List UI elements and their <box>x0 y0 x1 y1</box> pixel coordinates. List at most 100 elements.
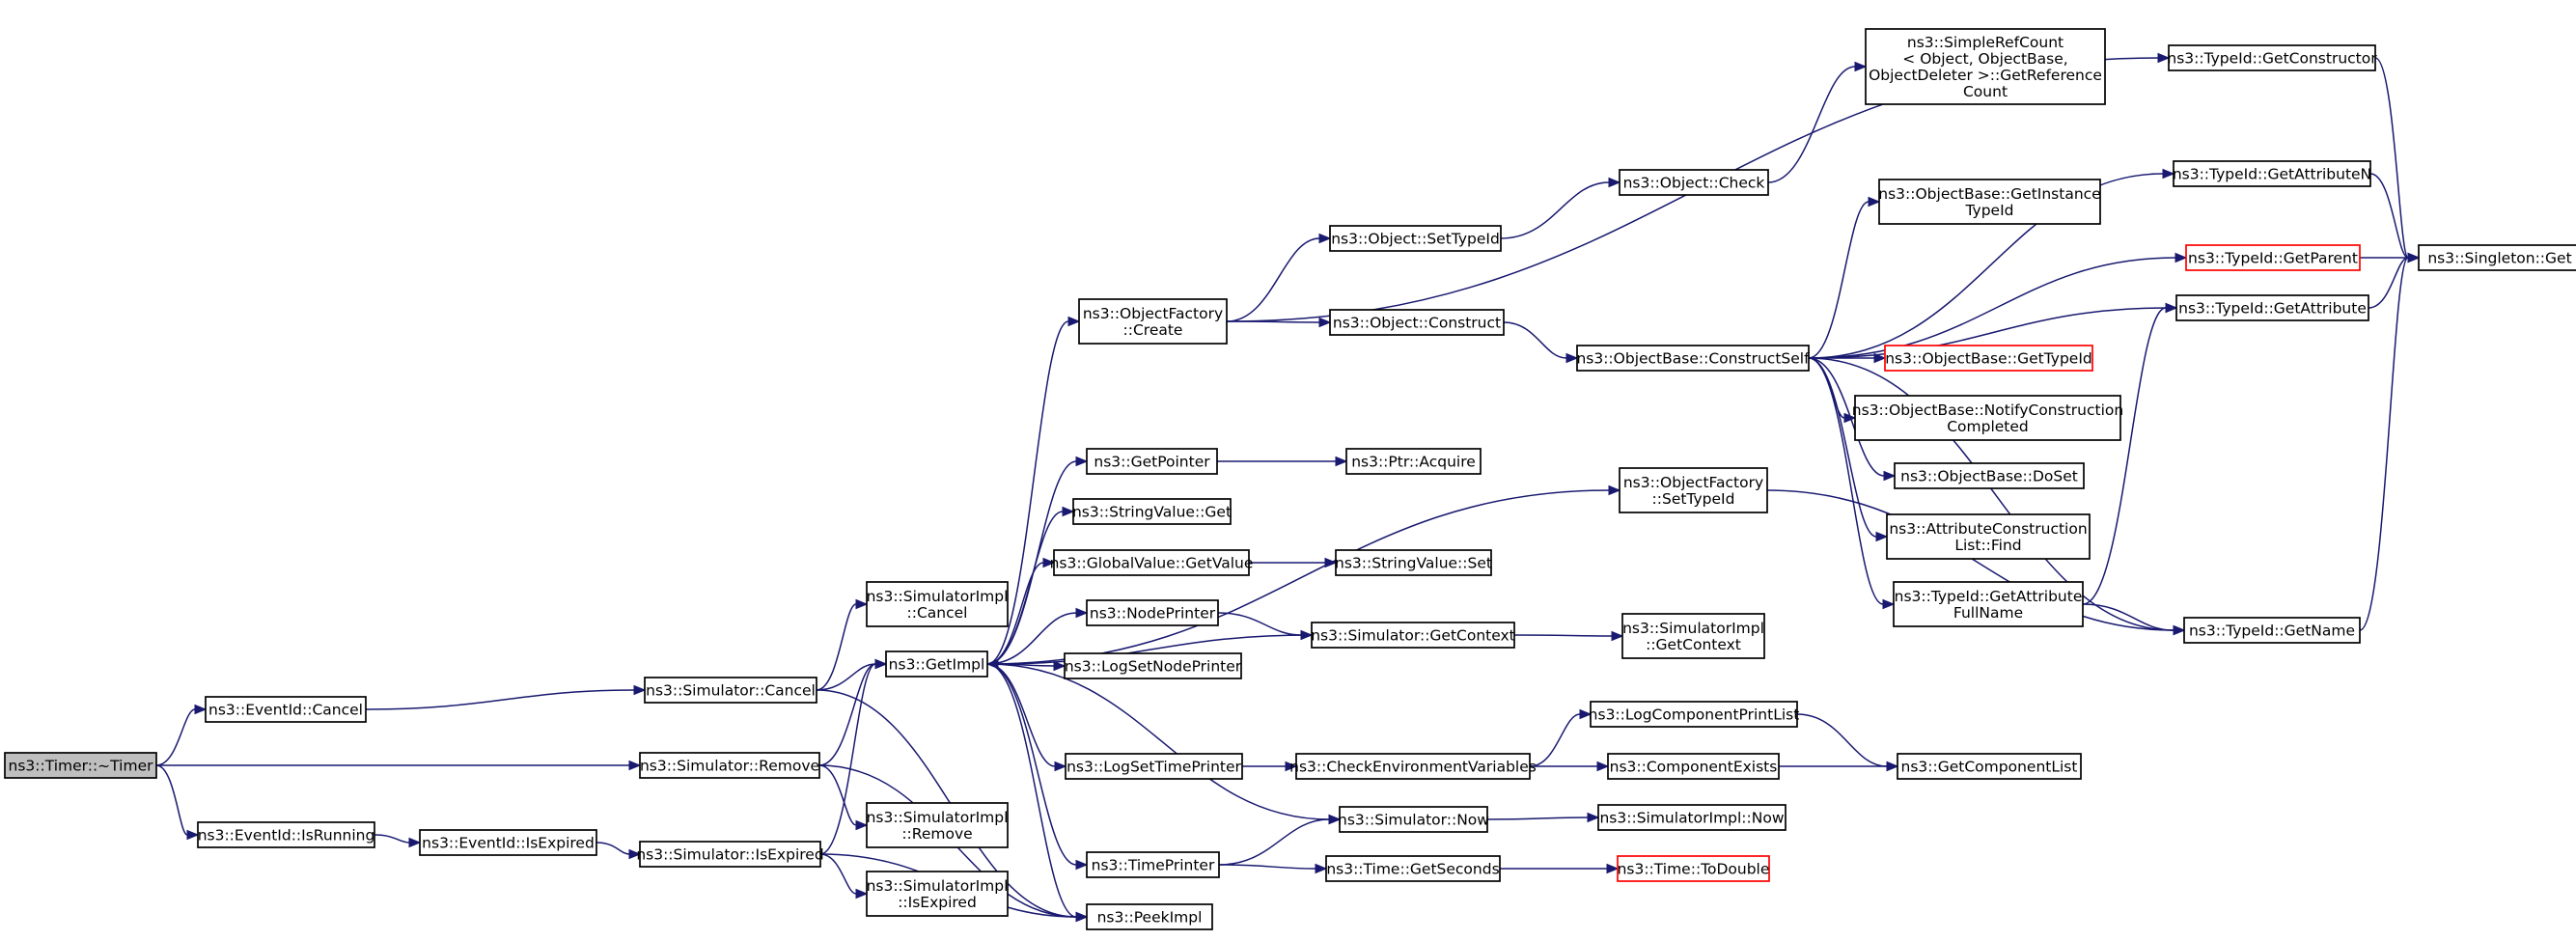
node-objbase-gettypeid[interactable]: ns3::ObjectBase::GetTypeId <box>1884 345 2093 372</box>
node-simimpl-cancel[interactable]: ns3::SimulatorImpl::Cancel <box>866 581 1009 627</box>
node-objfactory-settypeid[interactable]: ns3::ObjectFactory::SetTypeId <box>1619 467 1768 513</box>
node-eventid-isrunning[interactable]: ns3::EventId::IsRunning <box>197 821 375 848</box>
node-label: ns3::Object::SetTypeId <box>1331 231 1500 248</box>
node-label: ns3::EventId::IsRunning <box>198 827 375 844</box>
node-label: ns3::GetPointer <box>1094 454 1210 471</box>
node-label: ns3::TypeId::GetAttributeN <box>2173 166 2371 183</box>
node-object-construct[interactable]: ns3::Object::Construct <box>1329 309 1505 336</box>
node-simimpl-getcontext[interactable]: ns3::SimulatorImpl::GetContext <box>1621 613 1765 659</box>
edge-objbase-constructself-to-typeid-getparent <box>1808 257 2176 359</box>
node-typeid-getconstructor[interactable]: ns3::TypeId::GetConstructor <box>2167 44 2377 71</box>
node-sim-getcontext[interactable]: ns3::Simulator::GetContext <box>1311 622 1515 649</box>
node-eventid-isexpired[interactable]: ns3::EventId::IsExpired <box>419 829 597 856</box>
node-typeid-getattributen[interactable]: ns3::TypeId::GetAttributeN <box>2173 160 2371 187</box>
node-label: ::Create <box>1123 321 1183 339</box>
edge-timer-dtor-to-eventid-isrunning <box>155 764 188 836</box>
node-getimpl[interactable]: ns3::GetImpl <box>885 650 988 678</box>
arrowhead <box>1335 456 1348 467</box>
node-typeid-getparent[interactable]: ns3::TypeId::GetParent <box>2185 244 2361 271</box>
node-globalvalue-getvalue[interactable]: ns3::GlobalValue::GetValue <box>1050 549 1254 576</box>
node-label: ns3::GetImpl <box>889 656 985 674</box>
node-box <box>1345 448 1482 475</box>
arrowhead <box>1324 557 1338 568</box>
node-checkenv[interactable]: ns3::CheckEnvironmentVariables <box>1289 753 1537 780</box>
node-eventid-cancel[interactable]: ns3::EventId::Cancel <box>205 696 367 723</box>
arrowhead <box>1315 863 1328 874</box>
node-box <box>1339 806 1488 833</box>
node-label: ::IsExpired <box>898 894 977 911</box>
node-logsettimeprinter[interactable]: ns3::LogSetTimePrinter <box>1065 753 1243 780</box>
node-ptr-acquire[interactable]: ns3::Ptr::Acquire <box>1345 448 1482 475</box>
node-object-check[interactable]: ns3::Object::Check <box>1619 169 1769 196</box>
node-peekimpl[interactable]: ns3::PeekImpl <box>1086 903 1213 930</box>
arrowhead <box>186 829 200 841</box>
arrowhead <box>2407 252 2421 263</box>
node-label: ns3::ComponentExists <box>1610 759 1778 776</box>
node-label: ns3::TypeId::GetParent <box>2188 250 2358 267</box>
edge-objfactory-settypeid-to-typeid-getname <box>1766 489 2174 631</box>
node-label: ns3::StringValue::Get <box>1072 504 1232 521</box>
node-componentexists[interactable]: ns3::ComponentExists <box>1607 753 1780 780</box>
edge-sim-isexpired-to-getimpl <box>819 663 876 855</box>
node-objfactory-create[interactable]: ns3::ObjectFactory::Create <box>1078 298 1228 345</box>
node-label: ns3::Simulator::IsExpired <box>636 846 823 864</box>
node-simimpl-isexpired[interactable]: ns3::SimulatorImpl::IsExpired <box>866 871 1009 917</box>
node-typeid-getname[interactable]: ns3::TypeId::GetName <box>2183 617 2361 644</box>
node-label: ns3::TypeId::GetAttribute <box>2178 300 2367 318</box>
node-label: ObjectDeleter >::GetReference <box>1869 67 2102 84</box>
node-label: ns3::ObjectBase::NotifyConstruction <box>1852 401 2123 419</box>
node-sim-remove[interactable]: ns3::Simulator::Remove <box>639 752 820 779</box>
node-sim-now[interactable]: ns3::Simulator::Now <box>1338 806 1489 833</box>
node-time-getseconds[interactable]: ns3::Time::GetSeconds <box>1325 855 1501 882</box>
edge-eventid-isrunning-to-eventid-isexpired <box>374 834 410 844</box>
arrowhead <box>633 684 647 696</box>
node-objbase-doset[interactable]: ns3::ObjectBase::DoSet <box>1894 462 2085 489</box>
node-simimpl-now[interactable]: ns3::SimulatorImpl::Now <box>1597 804 1787 831</box>
arrowhead <box>2162 168 2175 180</box>
node-timeprinter[interactable]: ns3::TimePrinter <box>1086 851 1220 878</box>
node-box <box>1053 549 1250 576</box>
arrowhead <box>855 888 869 899</box>
node-stringvalue-set[interactable]: ns3::StringValue::Set <box>1335 549 1492 576</box>
node-box <box>1311 622 1515 649</box>
node-sim-cancel[interactable]: ns3::Simulator::Cancel <box>644 677 817 704</box>
node-objbase-constructself[interactable]: ns3::ObjectBase::ConstructSelf <box>1576 345 1810 372</box>
arrowhead <box>408 837 422 848</box>
node-timer-dtor[interactable]: ns3::Timer::~Timer <box>4 752 157 779</box>
node-simplerefcount[interactable]: ns3::SimpleRefCount< Object, ObjectBase,… <box>1865 28 2106 105</box>
node-time-todouble[interactable]: ns3::Time::ToDouble <box>1617 855 1770 882</box>
edge-sim-isexpired-to-simimpl-isexpired <box>819 853 857 895</box>
node-label: Count <box>1963 83 2008 100</box>
node-logsetnodeprinter[interactable]: ns3::LogSetNodePrinter <box>1064 652 1242 679</box>
node-box <box>1619 467 1768 513</box>
node-box <box>1884 345 2093 372</box>
arrowhead <box>1054 761 1067 772</box>
node-label: ns3::Timer::~Timer <box>9 758 154 775</box>
node-singleton-get[interactable]: ns3::Singleton::Get <box>2418 244 2576 271</box>
node-label: ns3::SimpleRefCount <box>1907 34 2064 51</box>
node-sim-isexpired[interactable]: ns3::Simulator::IsExpired <box>636 841 824 868</box>
node-box <box>1897 753 2082 780</box>
node-stringvalue-get[interactable]: ns3::StringValue::Get <box>1072 498 1232 525</box>
arrowhead <box>1886 761 1899 772</box>
node-getpointer[interactable]: ns3::GetPointer <box>1086 448 1218 475</box>
node-box <box>639 752 820 779</box>
node-logcomponentprintlist[interactable]: ns3::LogComponentPrintList <box>1589 701 1800 728</box>
node-label: ::Cancel <box>907 604 968 622</box>
node-label: ns3::ObjectBase::ConstructSelf <box>1576 350 1810 368</box>
node-getcomponentlist[interactable]: ns3::GetComponentList <box>1897 753 2082 780</box>
node-typeid-getattribute[interactable]: ns3::TypeId::GetAttribute <box>2175 294 2369 321</box>
edge-eventid-isexpired-to-sim-isexpired <box>596 842 630 855</box>
node-object-settypeid[interactable]: ns3::Object::SetTypeId <box>1329 225 1502 252</box>
node-objbase-notifyconstruction[interactable]: ns3::ObjectBase::NotifyConstructionCompl… <box>1852 395 2123 441</box>
edge-objbase-constructself-to-typeid-getattributen <box>1808 173 2164 359</box>
edge-getimpl-to-logsettimeprinter <box>986 663 1056 767</box>
edge-object-check-to-simplerefcount <box>1767 66 1856 183</box>
edge-objbase-constructself-to-objbase-doset <box>1808 357 1885 477</box>
node-nodeprinter[interactable]: ns3::NodePrinter <box>1086 599 1219 626</box>
node-simimpl-remove[interactable]: ns3::SimulatorImpl::Remove <box>866 802 1009 848</box>
